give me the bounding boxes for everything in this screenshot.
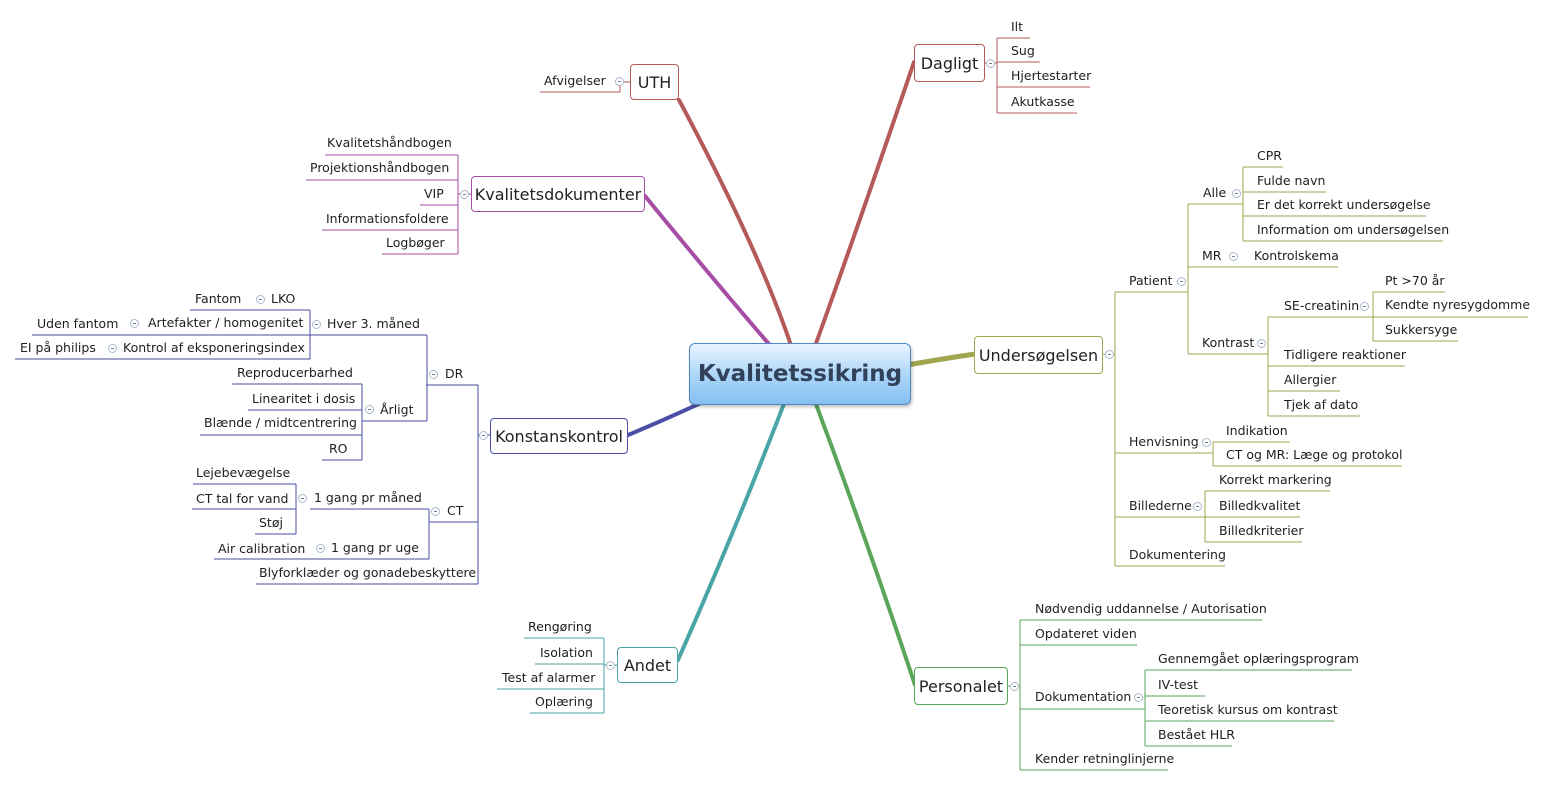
node-1-gang-pr-uge[interactable]: 1 gang pr uge — [331, 540, 419, 555]
node-teoretisk-kursus[interactable]: Teoretisk kursus om kontrast — [1158, 702, 1338, 717]
node-billedkriterier[interactable]: Billedkriterier — [1219, 523, 1304, 538]
node-billederne[interactable]: Billederne — [1129, 498, 1192, 513]
node-bestaaet-hlr[interactable]: Bestået HLR — [1158, 727, 1235, 742]
node-kvalitetshaandbogen[interactable]: Kvalitetshåndbogen — [327, 135, 452, 150]
node-artefakter[interactable]: Artefakter / homogenitet — [148, 315, 304, 330]
node-ct[interactable]: CT — [447, 503, 464, 518]
node-mr[interactable]: MR — [1202, 248, 1222, 263]
collapse-toggle-se-creatinin[interactable] — [1360, 302, 1369, 311]
node-tjek-af-dato[interactable]: Tjek af dato — [1284, 397, 1359, 412]
collapse-toggle-kontrol-eks[interactable] — [108, 344, 117, 353]
node-sukkersyge[interactable]: Sukkersyge — [1385, 322, 1458, 337]
collapse-toggle-ct[interactable] — [431, 507, 440, 516]
topic-kvalitetsdokumenter[interactable]: Kvalitetsdokumenter — [471, 176, 645, 212]
node-billedkvalitet[interactable]: Billedkvalitet — [1219, 498, 1301, 513]
node-alle[interactable]: Alle — [1203, 185, 1227, 200]
collapse-toggle-billederne[interactable] — [1193, 502, 1202, 511]
topic-konstanskontrol[interactable]: Konstanskontrol — [490, 418, 628, 454]
node-hver-3-maaned[interactable]: Hver 3. måned — [327, 316, 420, 331]
node-uden-fantom[interactable]: Uden fantom — [37, 316, 119, 331]
node-fulde-navn[interactable]: Fulde navn — [1257, 173, 1326, 188]
node-henvisning[interactable]: Henvisning — [1129, 434, 1199, 449]
node-opdateret-viden[interactable]: Opdateret viden — [1035, 626, 1137, 641]
node-kender-retninglinjerne[interactable]: Kender retninglinjerne — [1035, 751, 1175, 766]
node-kontrast[interactable]: Kontrast — [1202, 335, 1255, 350]
node-informationsfoldere[interactable]: Informationsfoldere — [326, 211, 449, 226]
node-logboeger[interactable]: Logbøger — [386, 235, 445, 250]
node-gennemgaaet[interactable]: Gennemgået oplæringsprogram — [1158, 651, 1359, 666]
collapse-toggle-hver3[interactable] — [312, 320, 321, 329]
node-akutkasse[interactable]: Akutkasse — [1011, 94, 1075, 109]
node-lko[interactable]: LKO — [271, 291, 296, 306]
node-oplaering[interactable]: Oplæring — [535, 694, 593, 709]
topic-personalet[interactable]: Personalet — [914, 667, 1008, 705]
node-projektionshaandbogen[interactable]: Projektionshåndbogen — [310, 160, 450, 175]
node-test-af-alarmer[interactable]: Test af alarmer — [502, 670, 596, 685]
node-linearitet[interactable]: Linearitet i dosis — [252, 391, 356, 406]
node-cpr[interactable]: CPR — [1257, 148, 1282, 163]
node-sug[interactable]: Sug — [1011, 43, 1035, 58]
node-ilt[interactable]: Ilt — [1011, 19, 1024, 34]
collapse-toggle-kontrast[interactable] — [1257, 339, 1266, 348]
collapse-toggle-dagligt[interactable] — [986, 59, 995, 68]
topic-uth[interactable]: UTH — [630, 64, 679, 100]
node-ct-tal-for-vand[interactable]: CT tal for vand — [196, 491, 289, 506]
node-allergier[interactable]: Allergier — [1284, 372, 1337, 387]
collapse-toggle-dr[interactable] — [429, 370, 438, 379]
node-ro[interactable]: RO — [329, 441, 348, 456]
topic-undersoegelsen[interactable]: Undersøgelsen — [974, 336, 1103, 374]
node-dr[interactable]: DR — [445, 366, 464, 381]
node-afvigelser[interactable]: Afvigelser — [544, 73, 606, 88]
node-indikation[interactable]: Indikation — [1226, 423, 1288, 438]
collapse-toggle-kvalitetsdokumenter[interactable] — [460, 190, 469, 199]
collapse-toggle-dokumentation[interactable] — [1134, 693, 1143, 702]
node-kontrol-eksponeringsindex[interactable]: Kontrol af eksponeringsindex — [123, 340, 305, 355]
node-pt-70[interactable]: Pt >70 år — [1385, 273, 1445, 288]
node-rengoering[interactable]: Rengøring — [528, 619, 592, 634]
node-dokumentation[interactable]: Dokumentation — [1035, 689, 1132, 704]
collapse-toggle-gang-uge[interactable] — [316, 544, 325, 553]
node-isolation[interactable]: Isolation — [540, 645, 593, 660]
node-dokumentering[interactable]: Dokumentering — [1129, 547, 1226, 562]
node-information-om-undersoegelsen[interactable]: Information om undersøgelsen — [1257, 222, 1450, 237]
topic-andet[interactable]: Andet — [617, 647, 678, 683]
node-reproducerbarhed[interactable]: Reproducerbarhed — [237, 365, 353, 380]
node-blyforklaeder[interactable]: Blyforklæder og gonadebeskyttere — [259, 565, 477, 580]
node-lejebevaegelse[interactable]: Lejebevægelse — [196, 465, 291, 480]
central-topic[interactable]: Kvalitetssikring — [689, 343, 911, 405]
collapse-toggle-lko[interactable] — [256, 295, 265, 304]
node-blaende[interactable]: Blænde / midtcentrering — [204, 415, 357, 430]
collapse-toggle-gang-maaned[interactable] — [298, 494, 307, 503]
node-kendte-nyresygdomme[interactable]: Kendte nyresygdomme — [1385, 297, 1531, 312]
collapse-toggle-personalet[interactable] — [1010, 682, 1019, 691]
node-se-creatinin[interactable]: SE-creatinin — [1284, 298, 1360, 313]
node-air-calibration[interactable]: Air calibration — [218, 541, 306, 556]
node-kontrolskema[interactable]: Kontrolskema — [1254, 248, 1339, 263]
node-1-gang-pr-maaned[interactable]: 1 gang pr måned — [314, 490, 422, 505]
node-stoej[interactable]: Støj — [259, 515, 283, 530]
collapse-toggle-andet[interactable] — [606, 661, 615, 670]
collapse-toggle-uth[interactable] — [615, 77, 624, 86]
node-noedvendig-uddannelse[interactable]: Nødvendig uddannelse / Autorisation — [1035, 601, 1267, 616]
node-aarligt[interactable]: Årligt — [380, 402, 414, 417]
node-patient[interactable]: Patient — [1129, 273, 1173, 288]
collapse-toggle-alle[interactable] — [1232, 189, 1241, 198]
topic-dagligt[interactable]: Dagligt — [914, 44, 985, 82]
collapse-toggle-konstanskontrol[interactable] — [479, 431, 488, 440]
collapse-toggle-undersoegelsen[interactable] — [1105, 350, 1114, 359]
node-tidligere-reaktioner[interactable]: Tidligere reaktioner — [1284, 347, 1406, 362]
node-hjertestarter[interactable]: Hjertestarter — [1011, 68, 1092, 83]
collapse-toggle-patient[interactable] — [1177, 277, 1186, 286]
collapse-toggle-artefakter[interactable] — [130, 319, 139, 328]
node-ei-paa-philips[interactable]: EI på philips — [20, 340, 96, 355]
collapse-toggle-mr[interactable] — [1229, 252, 1238, 261]
node-ct-og-mr[interactable]: CT og MR: Læge og protokol — [1226, 447, 1403, 462]
node-korrekt-undersoegelse[interactable]: Er det korrekt undersøgelse — [1257, 197, 1431, 212]
node-korrekt-markering[interactable]: Korrekt markering — [1219, 472, 1332, 487]
node-iv-test[interactable]: IV-test — [1158, 677, 1199, 692]
node-fantom[interactable]: Fantom — [195, 291, 242, 306]
node-vip[interactable]: VIP — [424, 186, 444, 201]
collapse-toggle-henvisning[interactable] — [1202, 438, 1211, 447]
collapse-toggle-aarligt[interactable] — [365, 405, 374, 414]
